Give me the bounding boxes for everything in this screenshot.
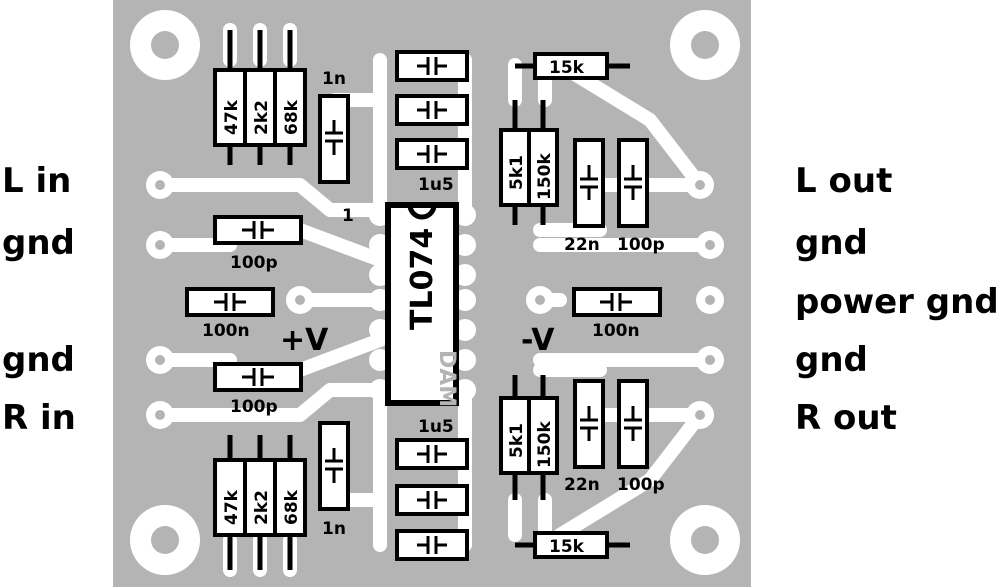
r-5k1-top: 5k1 (507, 155, 527, 190)
label-gnd-left-top: gnd (2, 223, 75, 263)
r-47k-top: 47k (222, 99, 242, 135)
label-gnd-right-top: gnd (795, 223, 868, 263)
label-l-out: L out (795, 161, 893, 201)
r-150k-top: 150k (535, 153, 555, 200)
cap-stack-bottom: 1u5 (395, 417, 469, 561)
ic-pin1-label: 1 (342, 206, 354, 226)
ic-name: TL074 (405, 228, 440, 330)
supply-negative-label: -V (521, 323, 555, 358)
label-r-out: R out (795, 398, 897, 438)
resistor-bank-bottom: 47k 2k2 68k (213, 435, 307, 570)
label-gnd-left-bottom: gnd (2, 340, 75, 380)
caps-left: 100p 100n 100p (185, 215, 303, 417)
c-100p-bottom-right-label: 100p (617, 475, 665, 495)
r-2k2-top: 2k2 (252, 100, 272, 135)
c-100n-left-label: 100n (202, 321, 250, 341)
resistor-15k-top: 15k (515, 52, 630, 80)
c-1n-bottom-label: 1n (322, 519, 346, 539)
cap-right-100n: 100n (572, 287, 662, 341)
edge-pads (146, 171, 724, 429)
c-100p-left-top-label: 100p (230, 253, 278, 273)
c-100n-right-label: 100n (592, 321, 640, 341)
label-power-gnd: power gnd (795, 282, 999, 322)
r-15k-bottom-label: 15k (549, 537, 585, 557)
r-47k-bottom: 47k (222, 489, 242, 525)
c-1u5-top-label: 1u5 (418, 175, 454, 195)
resistor-15k-bottom: 15k (515, 531, 630, 559)
resistor-bank-top: 47k 2k2 68k (213, 30, 307, 165)
supply-positive-label: +V (280, 323, 329, 358)
label-l-in: L in (2, 161, 72, 201)
r-15k-top-label: 15k (549, 58, 585, 78)
ic-logo: DAMM (434, 350, 459, 429)
mounting-holes (130, 10, 740, 575)
r-150k-bottom: 150k (535, 421, 555, 468)
resistor-pair-bottom: 5k1 150k (499, 375, 559, 500)
caps-right-bottom: 22n 100p (564, 379, 665, 495)
cap-1n-bottom: 1n (318, 421, 350, 539)
r-68k-bottom: 68k (282, 489, 302, 525)
c-1n-top-label: 1n (322, 69, 346, 89)
cap-1n-top: 1n (318, 69, 350, 184)
cap-stack-top: 1u5 (395, 50, 469, 195)
label-r-in: R in (2, 398, 76, 438)
c-100p-top-right-label: 100p (617, 235, 665, 255)
c-100p-left-bottom-label: 100p (230, 397, 278, 417)
r-2k2-bottom: 2k2 (252, 490, 272, 525)
c-22n-top-label: 22n (564, 235, 600, 255)
r-5k1-bottom: 5k1 (507, 423, 527, 458)
r-68k-top: 68k (282, 99, 302, 135)
label-gnd-right-bottom: gnd (795, 340, 868, 380)
caps-right-top: 22n 100p (564, 138, 665, 255)
ic-tl074: TL074 DAMM 1 (342, 202, 459, 429)
c-1u5-bottom-label: 1u5 (418, 417, 454, 437)
resistor-pair-top: 5k1 150k (499, 100, 559, 225)
c-22n-bottom-label: 22n (564, 475, 600, 495)
